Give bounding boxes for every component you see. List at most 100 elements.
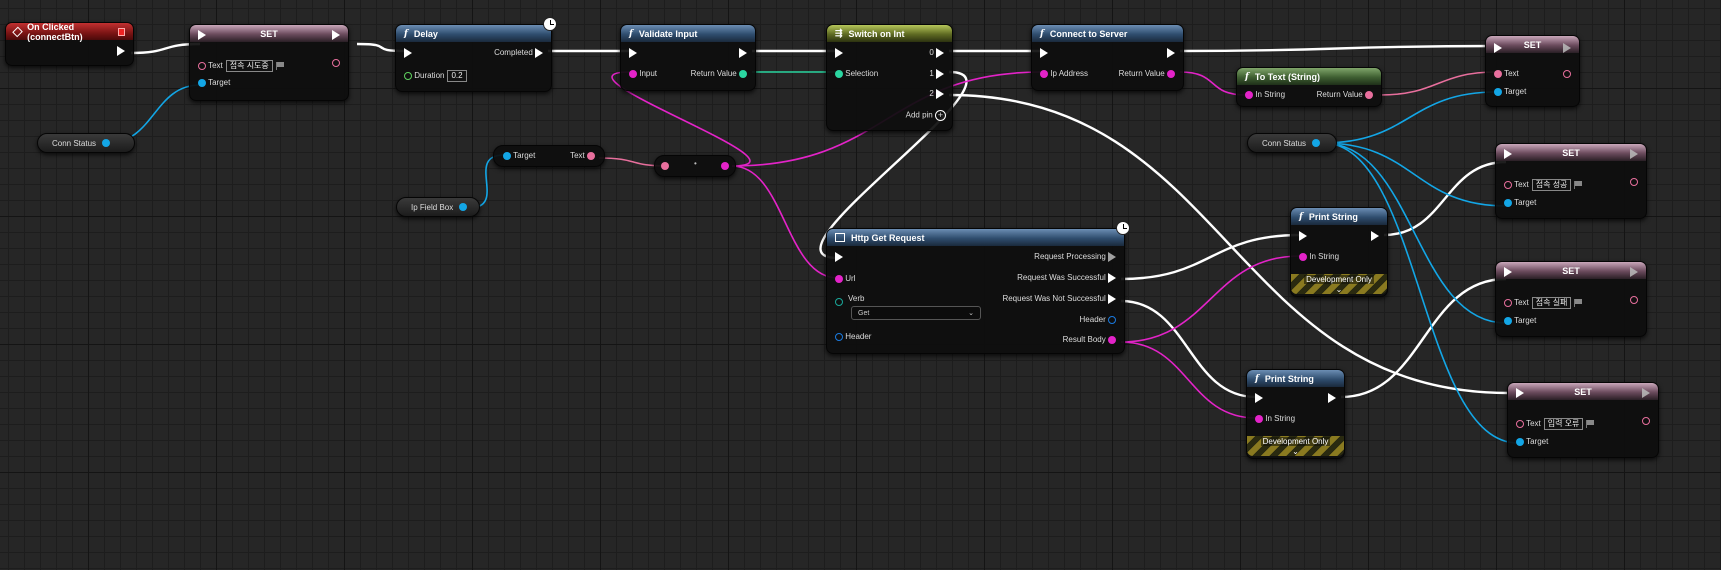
request-success-pin[interactable]: Request Was Successful <box>1017 273 1116 283</box>
data-wire[interactable] <box>1379 71 1497 96</box>
exec-in-pin[interactable] <box>1504 267 1512 277</box>
localize-flag-icon[interactable] <box>1574 299 1583 307</box>
conversion-out-pin[interactable] <box>721 162 729 170</box>
object-out-pin[interactable] <box>102 139 111 147</box>
return-value-pin[interactable]: Return Value <box>1317 90 1373 100</box>
in-string-pin[interactable]: In String <box>1255 414 1295 424</box>
text-value-field[interactable]: 접속 실패 <box>1531 297 1572 309</box>
exec-wire[interactable] <box>1120 233 1301 281</box>
exec-in-pin[interactable] <box>198 30 206 40</box>
conn-status-variable-node-2[interactable]: Conn Status <box>1247 133 1337 153</box>
switch-out-0[interactable]: 0 <box>929 48 944 58</box>
verb-pin[interactable] <box>835 297 843 307</box>
switch-out-2[interactable]: 2 <box>929 89 944 99</box>
exec-out-pin[interactable] <box>739 48 747 58</box>
add-pin-button[interactable]: Add pin + <box>906 110 946 121</box>
exec-out-pin[interactable] <box>1167 48 1175 58</box>
text-value-field[interactable]: 입력 오류 <box>1543 418 1584 430</box>
request-fail-pin[interactable]: Request Was Not Successful <box>1002 294 1116 304</box>
exec-in-pin[interactable] <box>1504 149 1512 159</box>
selection-pin[interactable]: Selection <box>835 69 878 79</box>
result-body-pin[interactable]: Result Body <box>1063 335 1116 345</box>
exec-wire[interactable] <box>1179 44 1497 53</box>
text-out-pin[interactable] <box>1630 295 1638 305</box>
exec-wire[interactable] <box>1120 299 1257 399</box>
exec-in-pin[interactable] <box>404 48 412 58</box>
exec-out-pin[interactable] <box>1642 388 1650 398</box>
object-out-pin[interactable] <box>459 203 468 211</box>
exec-wire[interactable] <box>1383 160 1507 237</box>
url-pin[interactable]: Url <box>835 274 855 284</box>
data-wire[interactable] <box>1120 255 1301 343</box>
exec-out-pin[interactable] <box>332 30 340 40</box>
request-processing-pin[interactable]: Request Processing <box>1034 252 1116 262</box>
target-pin[interactable]: Target <box>503 151 535 161</box>
localize-flag-icon[interactable] <box>275 62 284 70</box>
exec-in-pin[interactable] <box>835 48 843 58</box>
header-pin[interactable]: Header <box>835 332 871 342</box>
exec-out-pin[interactable] <box>1630 149 1638 159</box>
set-node-result[interactable]: SET Text Target <box>1485 35 1580 107</box>
conversion-in-pin[interactable] <box>661 162 669 170</box>
exec-in-pin[interactable] <box>1255 393 1263 403</box>
text-out-pin[interactable] <box>332 58 340 68</box>
data-wire[interactable] <box>1322 142 1507 207</box>
conn-status-variable-node[interactable]: Conn Status <box>37 133 135 153</box>
exec-in-pin[interactable] <box>1494 43 1502 53</box>
return-value-pin[interactable]: Return Value <box>1119 69 1175 79</box>
ip-field-box-variable-node[interactable]: Ip Field Box <box>396 197 480 217</box>
text-value-field[interactable]: 접속 성공 <box>1531 179 1572 191</box>
exec-out-pin[interactable] <box>1371 231 1379 241</box>
input-pin[interactable]: Input <box>629 69 657 79</box>
localize-flag-icon[interactable] <box>1586 420 1595 428</box>
duration-value-field[interactable]: 0.2 <box>447 70 467 82</box>
completed-pin[interactable]: Completed <box>494 48 543 58</box>
text-out-pin[interactable]: Text <box>570 151 595 161</box>
data-wire[interactable] <box>1120 341 1257 419</box>
text-out-pin[interactable] <box>1563 69 1571 79</box>
exec-in-pin[interactable] <box>1516 388 1524 398</box>
text-out-pin[interactable] <box>1642 416 1650 426</box>
text-out-pin[interactable] <box>1630 177 1638 187</box>
exec-out-pin[interactable] <box>1328 393 1336 403</box>
exec-in-pin[interactable] <box>1299 231 1307 241</box>
switch-on-int-node[interactable]: ⇶Switch on Int Selection 0 1 2 Add pin + <box>826 24 953 131</box>
event-on-clicked-node[interactable]: On Clicked (connectBtn) <box>5 22 134 66</box>
target-pin[interactable]: Target <box>198 78 230 88</box>
exec-in-pin[interactable] <box>835 252 843 262</box>
ip-address-pin[interactable]: Ip Address <box>1040 69 1088 79</box>
verb-select[interactable]: Get⌄ <box>851 306 981 320</box>
exec-out-pin[interactable] <box>117 46 125 56</box>
header-out-pin[interactable]: Header <box>1080 315 1116 325</box>
in-string-pin[interactable]: In String <box>1245 90 1285 100</box>
switch-out-1[interactable]: 1 <box>929 69 944 79</box>
return-value-pin[interactable]: Return Value <box>691 69 747 79</box>
localize-flag-icon[interactable] <box>1574 181 1583 189</box>
target-pin[interactable]: Target <box>1504 198 1536 208</box>
target-pin[interactable]: Target <box>1504 316 1536 326</box>
text-pin[interactable]: Text <box>1494 69 1519 79</box>
exec-in-pin[interactable] <box>629 48 637 58</box>
chevron-down-icon[interactable]: ⌄ <box>1292 447 1299 456</box>
delegate-pin-icon[interactable] <box>117 27 125 36</box>
http-get-request-node[interactable]: Http Get Request Url Verb Get⌄ Header Re… <box>826 221 1130 354</box>
exec-out-pin[interactable] <box>1630 267 1638 277</box>
text-value-field[interactable]: 접속 시도중 <box>225 60 273 72</box>
text-to-string-conversion-node[interactable]: • <box>654 155 736 177</box>
data-wire[interactable] <box>731 165 839 279</box>
target-pin[interactable]: Target <box>1494 87 1526 97</box>
